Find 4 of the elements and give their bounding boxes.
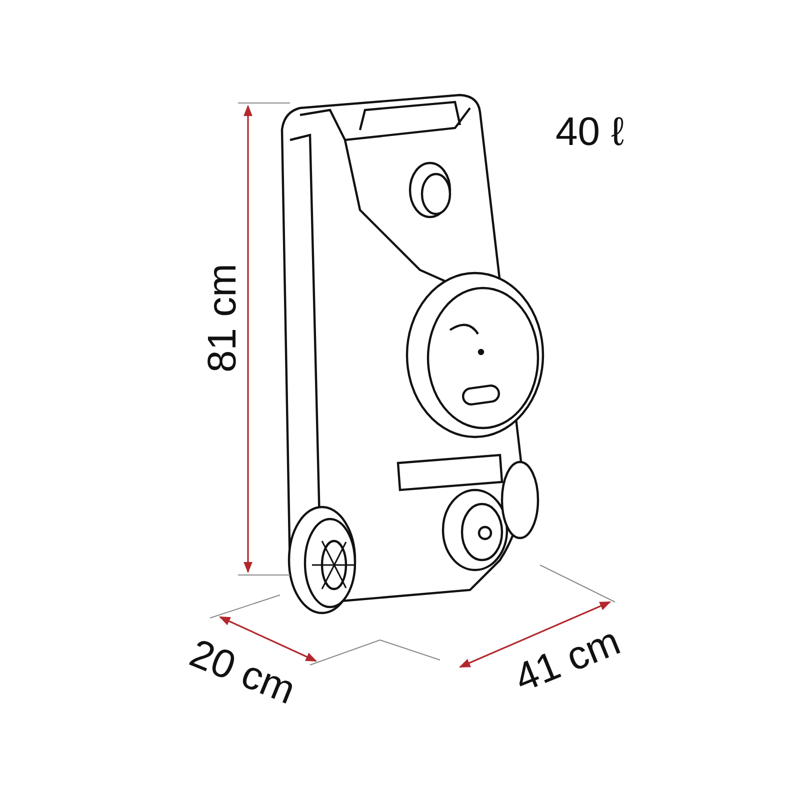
volume-label: 40 ℓ — [556, 112, 624, 152]
dimension-label: 20 cm — [184, 633, 300, 711]
dimension-label: 41 cm — [508, 621, 625, 699]
dimension-label: 81 cm — [202, 264, 242, 372]
